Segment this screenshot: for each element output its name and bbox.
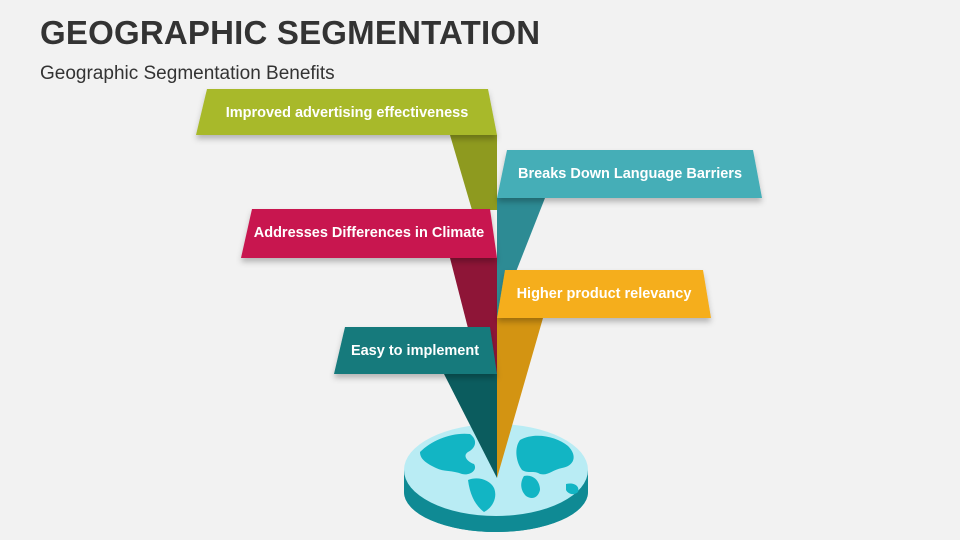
benefit-label: Breaks Down Language Barriers <box>518 166 742 182</box>
slide-title: GEOGRAPHIC SEGMENTATION <box>40 14 541 51</box>
benefit-label: Higher product relevancy <box>517 286 692 302</box>
banner-shape <box>334 327 497 374</box>
stem-improved-advertising <box>450 135 497 210</box>
banner-shape <box>196 89 497 135</box>
globe <box>404 424 588 532</box>
stem-easy-implement <box>444 374 497 478</box>
benefit-label: Addresses Differences in Climate <box>254 225 484 241</box>
benefit-banner-language-barriers: Breaks Down Language Barriers <box>497 150 762 198</box>
benefit-banner-improved-advertising: Improved advertising effectiveness <box>196 89 497 135</box>
stem-product-relevancy <box>497 318 543 478</box>
benefit-banner-easy-implement: Easy to implement <box>334 327 497 374</box>
benefit-banner-climate: Addresses Differences in Climate <box>241 209 497 258</box>
globe-land <box>420 433 579 512</box>
banner-shape <box>241 209 497 258</box>
banner-shape <box>497 270 711 318</box>
banner-shape <box>497 150 762 198</box>
benefit-label: Easy to implement <box>351 343 479 359</box>
benefit-banner-product-relevancy: Higher product relevancy <box>497 270 711 318</box>
benefit-label: Improved advertising effectiveness <box>226 105 469 121</box>
slide-subtitle: Geographic Segmentation Benefits <box>40 63 335 84</box>
